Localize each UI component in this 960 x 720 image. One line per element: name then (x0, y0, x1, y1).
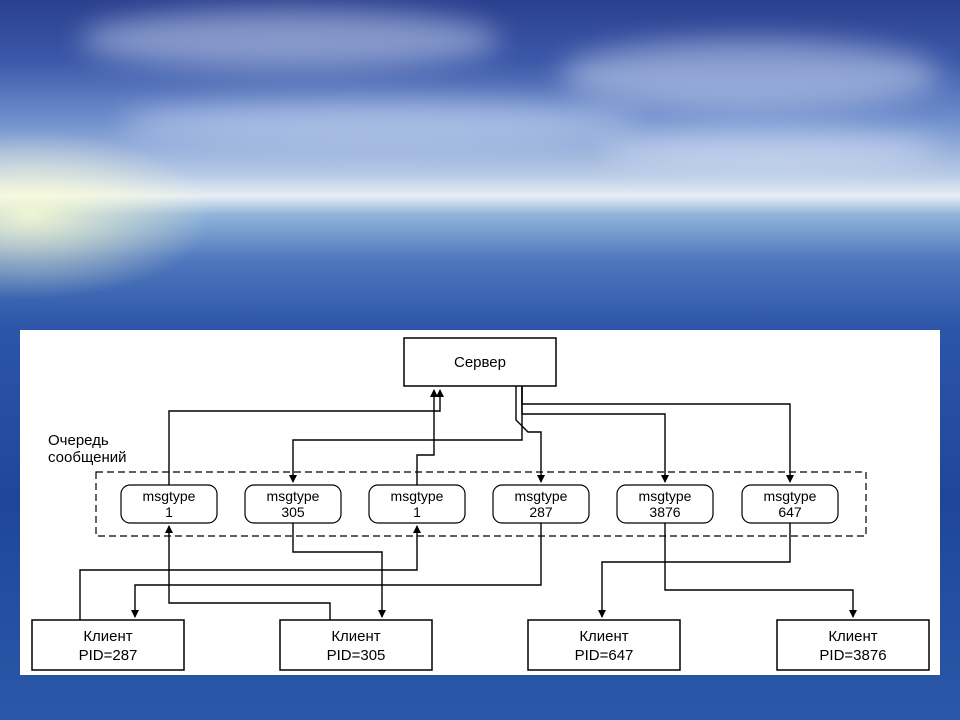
message-box-4: msgtype 287 (492, 484, 590, 524)
message-box-1: msgtype 1 (120, 484, 218, 524)
cloud-1 (80, 10, 500, 70)
message-box-5: msgtype 3876 (616, 484, 714, 524)
message-type-value: 1 (413, 504, 421, 520)
arrow-msg287-to-client287 (131, 523, 542, 618)
message-type-value: 305 (281, 504, 305, 520)
message-type-label: msgtype (143, 488, 196, 504)
message-type-value: 287 (529, 504, 553, 520)
message-box-2: msgtype 305 (244, 484, 342, 524)
queue-label-line2: сообщений (48, 449, 127, 466)
cloud-2 (560, 40, 940, 110)
arrow-server-to-msg305 (289, 386, 523, 483)
arrow-client305-to-msg1 (165, 525, 331, 620)
client-node-3876: Клиент PID=3876 (776, 619, 930, 671)
arrow-msg1b-to-server (416, 389, 438, 485)
arrow-msg1-to-server (168, 389, 444, 485)
queue-label-line1: Очередь (48, 432, 109, 449)
message-type-label: msgtype (267, 488, 320, 504)
arrow-msg305-to-client305 (292, 523, 386, 618)
arrow-server-to-msg647 (521, 386, 794, 483)
client-pid: PID=287 (79, 647, 138, 664)
message-queue-frame (95, 471, 867, 537)
arrow-server-to-msg3876 (521, 386, 669, 483)
message-type-label: msgtype (639, 488, 692, 504)
message-box-3: msgtype 1 (368, 484, 466, 524)
client-label: Клиент (83, 628, 132, 645)
client-node-305: Клиент PID=305 (279, 619, 433, 671)
cloud-4 (600, 130, 940, 170)
client-pid: PID=647 (575, 647, 634, 664)
client-pid: PID=305 (327, 647, 386, 664)
message-type-value: 647 (778, 504, 802, 520)
arrow-msg647-to-client647 (598, 523, 791, 618)
arrow-client287-to-msg1b (79, 525, 421, 620)
client-pid: PID=3876 (819, 647, 886, 664)
client-node-287: Клиент PID=287 (31, 619, 185, 671)
message-type-value: 3876 (649, 504, 680, 520)
arrow-msg3876-to-client3876 (664, 523, 857, 618)
diagram-panel: Сервер Очередь сообщений msgtype 1 msgty… (20, 330, 940, 675)
message-type-label: msgtype (764, 488, 817, 504)
client-label: Клиент (828, 628, 877, 645)
message-box-6: msgtype 647 (741, 484, 839, 524)
arrow-server-to-msg287 (515, 386, 545, 483)
message-type-value: 1 (165, 504, 173, 520)
server-label: Сервер (454, 354, 506, 371)
server-node: Сервер (403, 337, 557, 387)
client-label: Клиент (331, 628, 380, 645)
client-node-647: Клиент PID=647 (527, 619, 681, 671)
cloud-3 (120, 100, 640, 145)
message-type-label: msgtype (515, 488, 568, 504)
message-type-label: msgtype (391, 488, 444, 504)
client-label: Клиент (579, 628, 628, 645)
message-queue-diagram: Сервер Очередь сообщений msgtype 1 msgty… (31, 337, 930, 671)
